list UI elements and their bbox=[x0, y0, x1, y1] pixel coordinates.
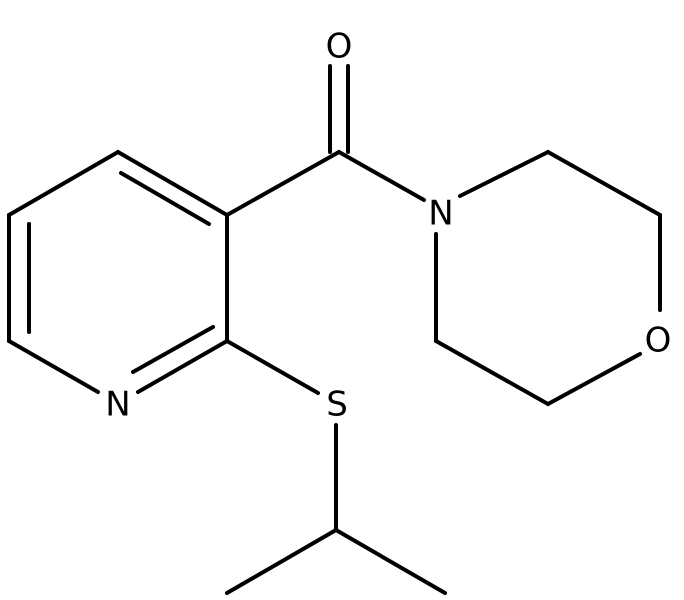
morpholine-bond-n-c2 bbox=[458, 150, 550, 198]
pyridine-nitrogen-label: N bbox=[105, 385, 130, 425]
pyridine-bond-c6-n bbox=[7, 339, 100, 394]
morpholine-oxygen-label: O bbox=[645, 321, 672, 361]
pyridine-bond-c3-c4 bbox=[116, 150, 229, 217]
morpholine-bond-o-c5 bbox=[546, 352, 642, 406]
morpholine-bond-c2-c3 bbox=[546, 150, 662, 217]
amide-nitrogen-label: N bbox=[428, 194, 453, 234]
pyridine-inner-bond-c3-c4 bbox=[119, 171, 211, 226]
pyridine-to-sulfur-bond bbox=[225, 339, 320, 395]
isopropyl-methyl-right-bond bbox=[334, 528, 447, 595]
carbonyl-to-pyridine-bond bbox=[225, 150, 341, 217]
isopropyl-methyl-left-bond bbox=[225, 528, 338, 595]
pyridine-bond-n-c2 bbox=[136, 339, 229, 394]
pyridine-inner-bond-n-c2 bbox=[131, 325, 215, 374]
sulfur-label: S bbox=[326, 385, 348, 425]
morpholine-bond-c5-c6 bbox=[434, 339, 550, 406]
carbonyl-to-nitrogen-bond bbox=[337, 150, 426, 202]
pyridine-bond-c4-c5 bbox=[7, 150, 120, 217]
carbonyl-oxygen-label: O bbox=[326, 27, 353, 67]
